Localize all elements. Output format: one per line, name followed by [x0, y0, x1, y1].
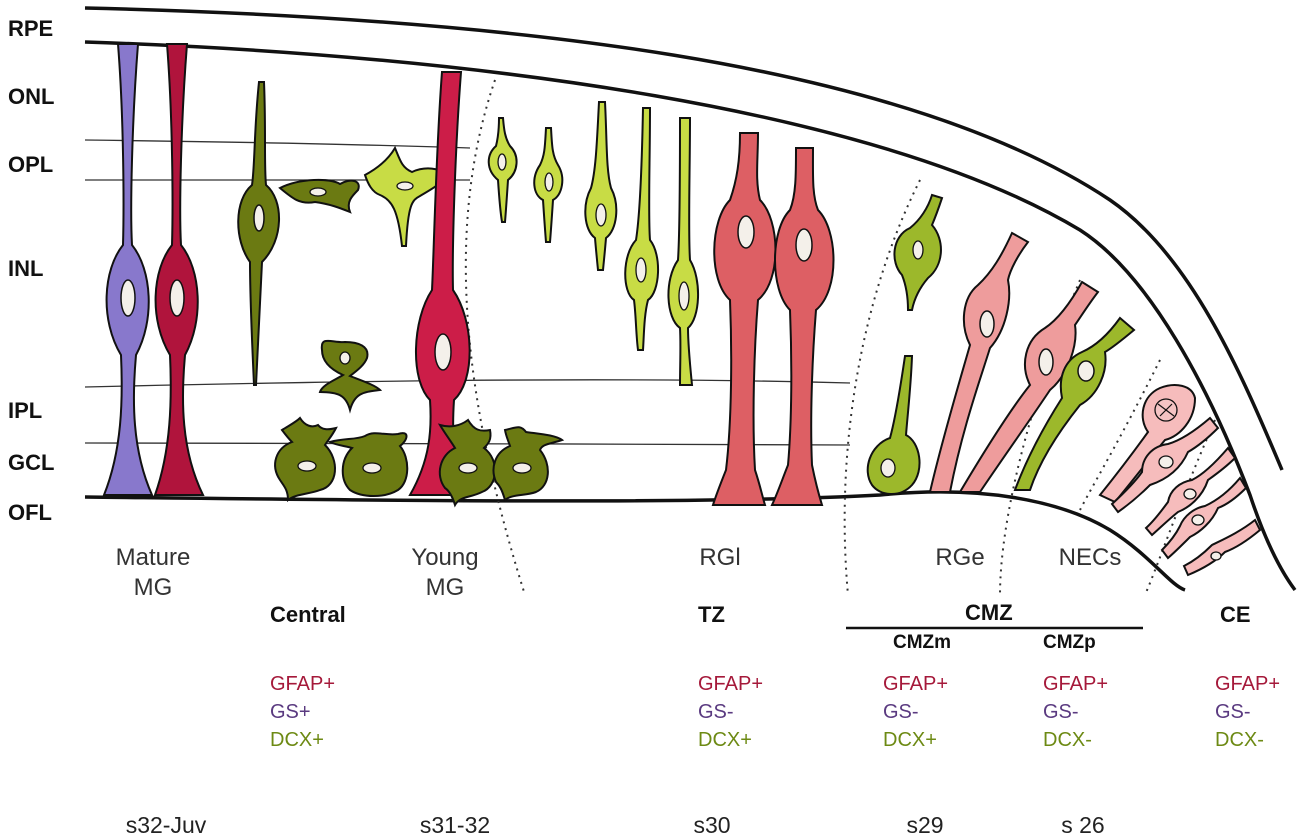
marker-gfap: GFAP+	[1215, 673, 1281, 695]
tz-lime-cell-5	[667, 117, 700, 386]
marker-dcx: DCX-	[1043, 729, 1092, 751]
young-ganglion-cell-1	[437, 418, 496, 508]
rge-pink-cell-1	[928, 231, 1030, 493]
layer-label-ofl: OFL	[8, 500, 52, 525]
nec-dividing-cell	[1098, 384, 1197, 504]
markers-cmzp: GFAP+ GS- DCX-	[1043, 670, 1108, 754]
stage-label-2: s31-32	[419, 812, 491, 838]
markers-cmzm: GFAP+ GS- DCX+	[883, 670, 948, 754]
celltype-young-mg-line1: Young	[411, 544, 479, 571]
marker-gs: GS-	[883, 701, 919, 723]
celltype-mature-mg-line1: Mature	[115, 544, 191, 571]
stage-label-1: s32-Juv	[125, 812, 207, 838]
zone-cmz: CMZ	[965, 600, 1013, 625]
mature-mg-glia-red	[153, 43, 205, 496]
marker-gfap: GFAP+	[698, 673, 764, 695]
marker-dcx: DCX+	[698, 729, 752, 751]
rgl-cell-1	[711, 132, 777, 506]
celltype-necs: NECs	[1058, 544, 1122, 571]
central-horizontal-cell	[278, 178, 360, 214]
central-ganglion-cell-2	[327, 432, 409, 497]
young-ganglion-cell-2	[492, 426, 565, 502]
markers-tz: GFAP+ GS- DCX+	[698, 670, 763, 754]
zone-cmzp: CMZp	[1043, 632, 1096, 653]
zone-cmzm: CMZm	[893, 632, 952, 653]
markers-central: GFAP+ GS+ DCX+	[270, 670, 335, 754]
marker-dcx: DCX-	[1215, 729, 1264, 751]
tz-lime-cell-3	[584, 101, 618, 271]
marker-gs: GS-	[698, 701, 734, 723]
central-ganglion-cell-1	[274, 416, 338, 503]
rpe-inner-line	[84, 40, 1297, 592]
zone-ce: CE	[1220, 602, 1251, 627]
celltype-mature-mg-line2: MG	[133, 574, 173, 601]
markers-ce: GFAP+ GS- DCX-	[1215, 670, 1280, 754]
nec-cell-3	[1160, 476, 1248, 560]
marker-dcx: DCX+	[270, 729, 324, 751]
celltype-rgl: RGl	[699, 544, 741, 571]
central-lime-horizontal-cell	[363, 145, 450, 247]
marker-gs: GS-	[1043, 701, 1079, 723]
marker-gfap: GFAP+	[1043, 673, 1109, 695]
layer-label-onl: ONL	[8, 84, 55, 109]
celltype-young-mg-line2: MG	[425, 574, 465, 601]
marker-gs: GS+	[270, 701, 311, 723]
tz-lime-cell-1	[487, 117, 518, 223]
tz-lime-cell-2	[533, 127, 564, 243]
celltype-mature-mg: Mature MG	[88, 543, 218, 603]
rge-pink-cell-2	[958, 280, 1100, 493]
tz-lime-cell-4	[624, 107, 660, 351]
stage-label-3: s30	[693, 812, 731, 838]
layer-label-ipl: IPL	[8, 398, 43, 423]
nec-cell-2	[1144, 446, 1237, 537]
rpe-outer-line	[84, 6, 1284, 471]
central-amacrine-cell	[318, 339, 383, 414]
layer-label-rpe: RPE	[8, 16, 54, 41]
ofl-line	[84, 490, 1186, 592]
young-mg-glia	[408, 71, 471, 496]
rge-green-cell-bottom	[866, 355, 921, 495]
marker-gfap: GFAP+	[270, 673, 336, 695]
layer-label-inl: INL	[8, 256, 44, 281]
opl-line-top	[84, 139, 471, 149]
marker-gfap: GFAP+	[883, 673, 949, 695]
cmz-ce-boundary-2	[1144, 419, 1216, 596]
rge-green-cell-top	[893, 193, 944, 311]
stage-label-5: s 26	[1061, 812, 1105, 838]
marker-dcx: DCX+	[883, 729, 937, 751]
rge-green-elongated-cell	[1013, 316, 1136, 491]
celltype-young-mg: Young MG	[380, 543, 510, 603]
layer-label-gcl: GCL	[8, 450, 55, 475]
zone-central: Central	[270, 602, 346, 627]
rgl-cell-2	[770, 147, 835, 506]
nec-cell-4	[1182, 518, 1262, 577]
layer-label-opl: OPL	[8, 152, 54, 177]
celltype-rge: RGe	[935, 544, 985, 571]
stage-label-4: s29	[906, 812, 944, 838]
mature-mg-glia-purple	[102, 43, 154, 496]
zone-tz: TZ	[698, 602, 725, 627]
marker-gs: GS-	[1215, 701, 1251, 723]
central-olive-progenitor	[237, 81, 280, 386]
central-tz-boundary	[464, 79, 526, 596]
nec-cell-1	[1110, 416, 1220, 514]
